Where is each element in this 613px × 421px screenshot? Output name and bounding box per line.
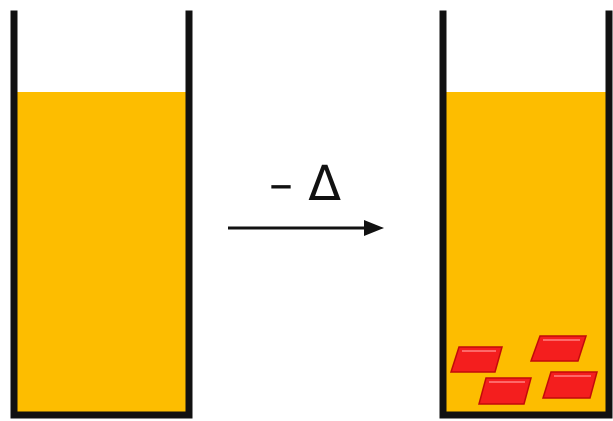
crystal (449, 346, 503, 373)
right-beaker-wall (439, 10, 613, 419)
reaction-arrow-head (364, 220, 384, 236)
crystal (478, 377, 532, 405)
process-label: – Δ (269, 156, 341, 212)
right-beaker (439, 10, 613, 419)
crystal (541, 371, 598, 399)
process-arrow-group: – Δ (228, 156, 384, 236)
crystal (529, 335, 588, 362)
left-beaker-wall (10, 10, 193, 419)
left-beaker-liquid (16, 92, 187, 413)
left-beaker (10, 10, 193, 419)
